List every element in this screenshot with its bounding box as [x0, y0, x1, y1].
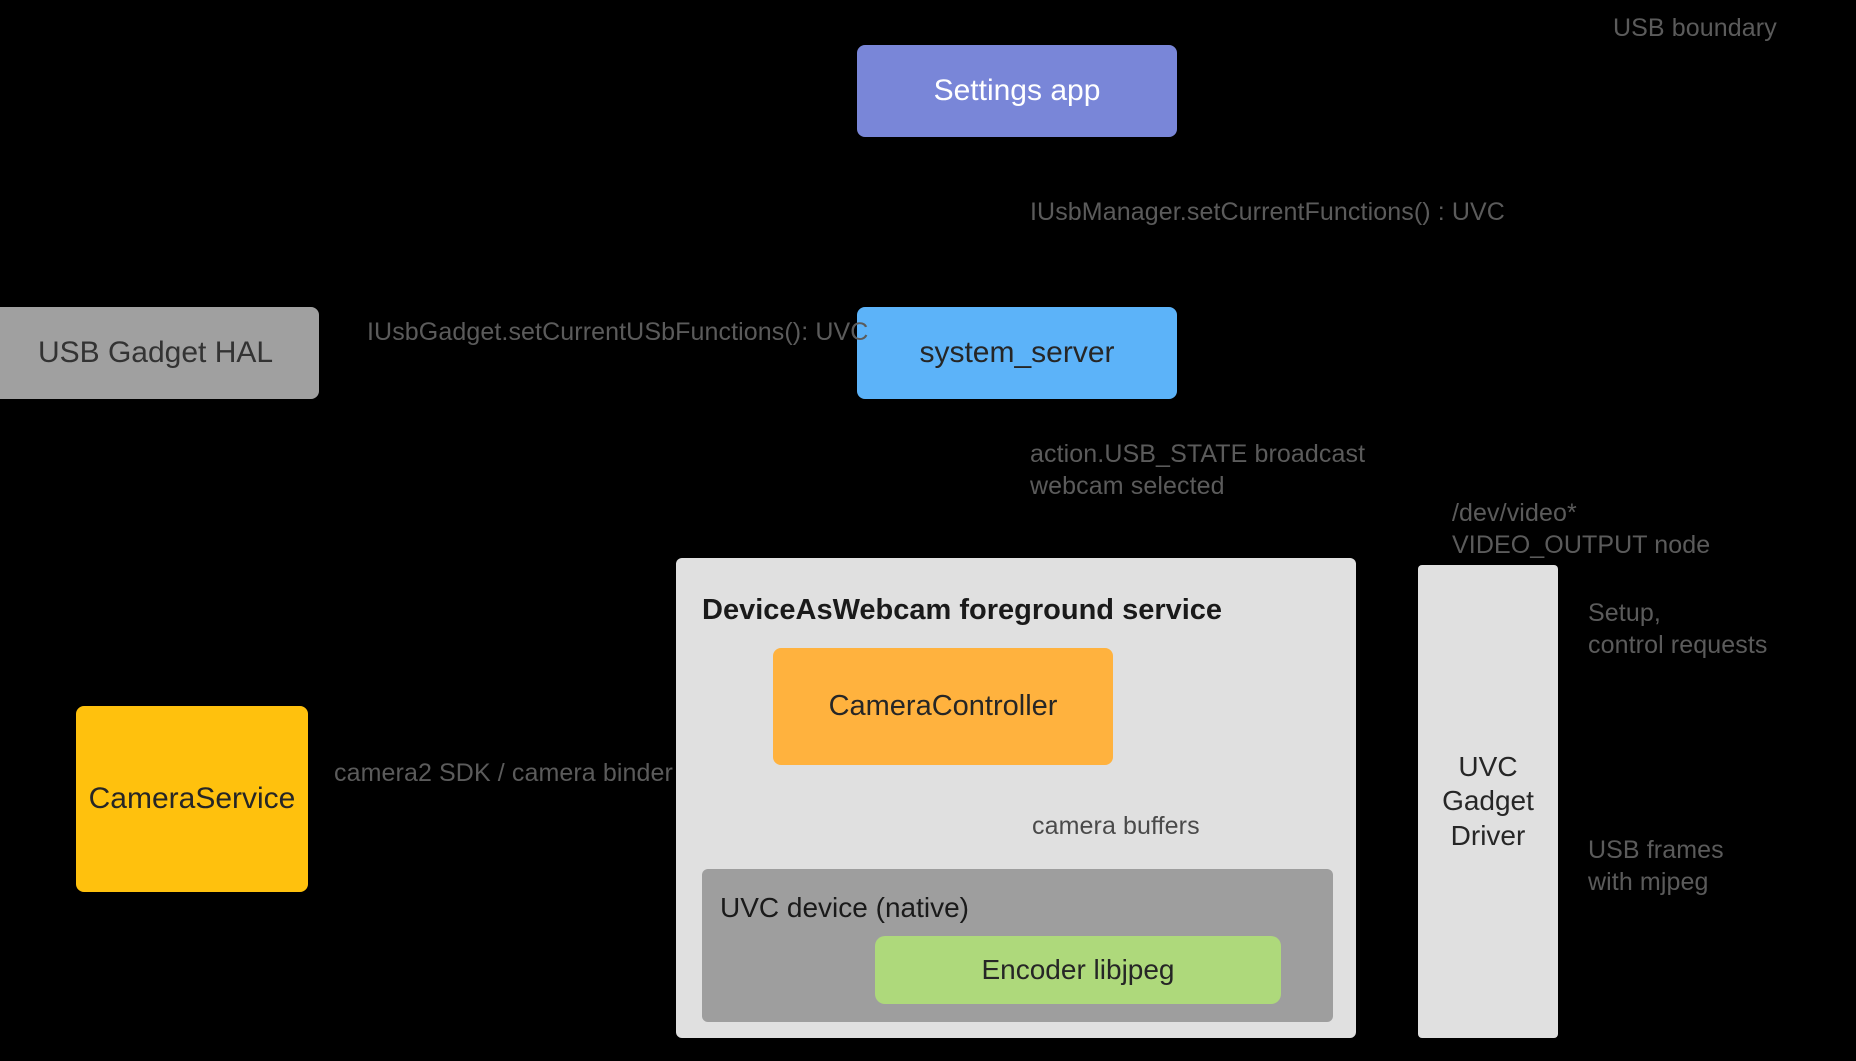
- node-label: Settings app: [933, 73, 1101, 107]
- annotation-iusbmanager-setcurrentfunctions: IUsbManager.setCurrentFunctions() : UVC: [1030, 198, 1505, 226]
- node-camera-controller[interactable]: CameraController: [773, 648, 1113, 765]
- annotation-usb-boundary: USB boundary: [1613, 14, 1777, 42]
- node-usb-gadget-hal[interactable]: USB Gadget HAL: [0, 307, 319, 399]
- node-encoder-libjpeg[interactable]: Encoder libjpeg: [875, 936, 1281, 1004]
- annotation-setup-control-requests: Setup, control requests: [1588, 599, 1768, 659]
- annotation-iusbgadget-setcurrentusbfunctions: IUsbGadget.setCurrentUSbFunctions(): UVC: [367, 318, 869, 346]
- node-label: UVC Gadget Driver: [1442, 751, 1534, 851]
- node-label: Encoder libjpeg: [981, 953, 1175, 985]
- deviceaswebcam-service-title: DeviceAsWebcam foreground service: [702, 594, 1223, 626]
- annotation-camera2-sdk-binder: camera2 SDK / camera binder: [334, 759, 673, 787]
- node-label: system_server: [919, 335, 1115, 369]
- annotation-camera-buffers: camera buffers: [1032, 812, 1200, 840]
- node-camera-service[interactable]: CameraService: [76, 706, 308, 892]
- annotation-usb-state-broadcast: action.USB_STATE broadcast webcam select…: [1030, 440, 1366, 500]
- node-settings-app[interactable]: Settings app: [857, 45, 1177, 137]
- annotation-usb-frames-mjpeg: USB frames with mjpeg: [1588, 836, 1724, 896]
- node-label: CameraService: [88, 781, 296, 815]
- uvc-device-title: UVC device (native): [720, 892, 969, 923]
- node-system-server[interactable]: system_server: [857, 307, 1177, 399]
- annotation-dev-video-node: /dev/video* VIDEO_OUTPUT node: [1452, 499, 1711, 559]
- node-label: CameraController: [828, 689, 1058, 722]
- node-uvc-gadget-driver[interactable]: UVC Gadget Driver: [1418, 565, 1558, 1038]
- node-label: USB Gadget HAL: [37, 335, 274, 369]
